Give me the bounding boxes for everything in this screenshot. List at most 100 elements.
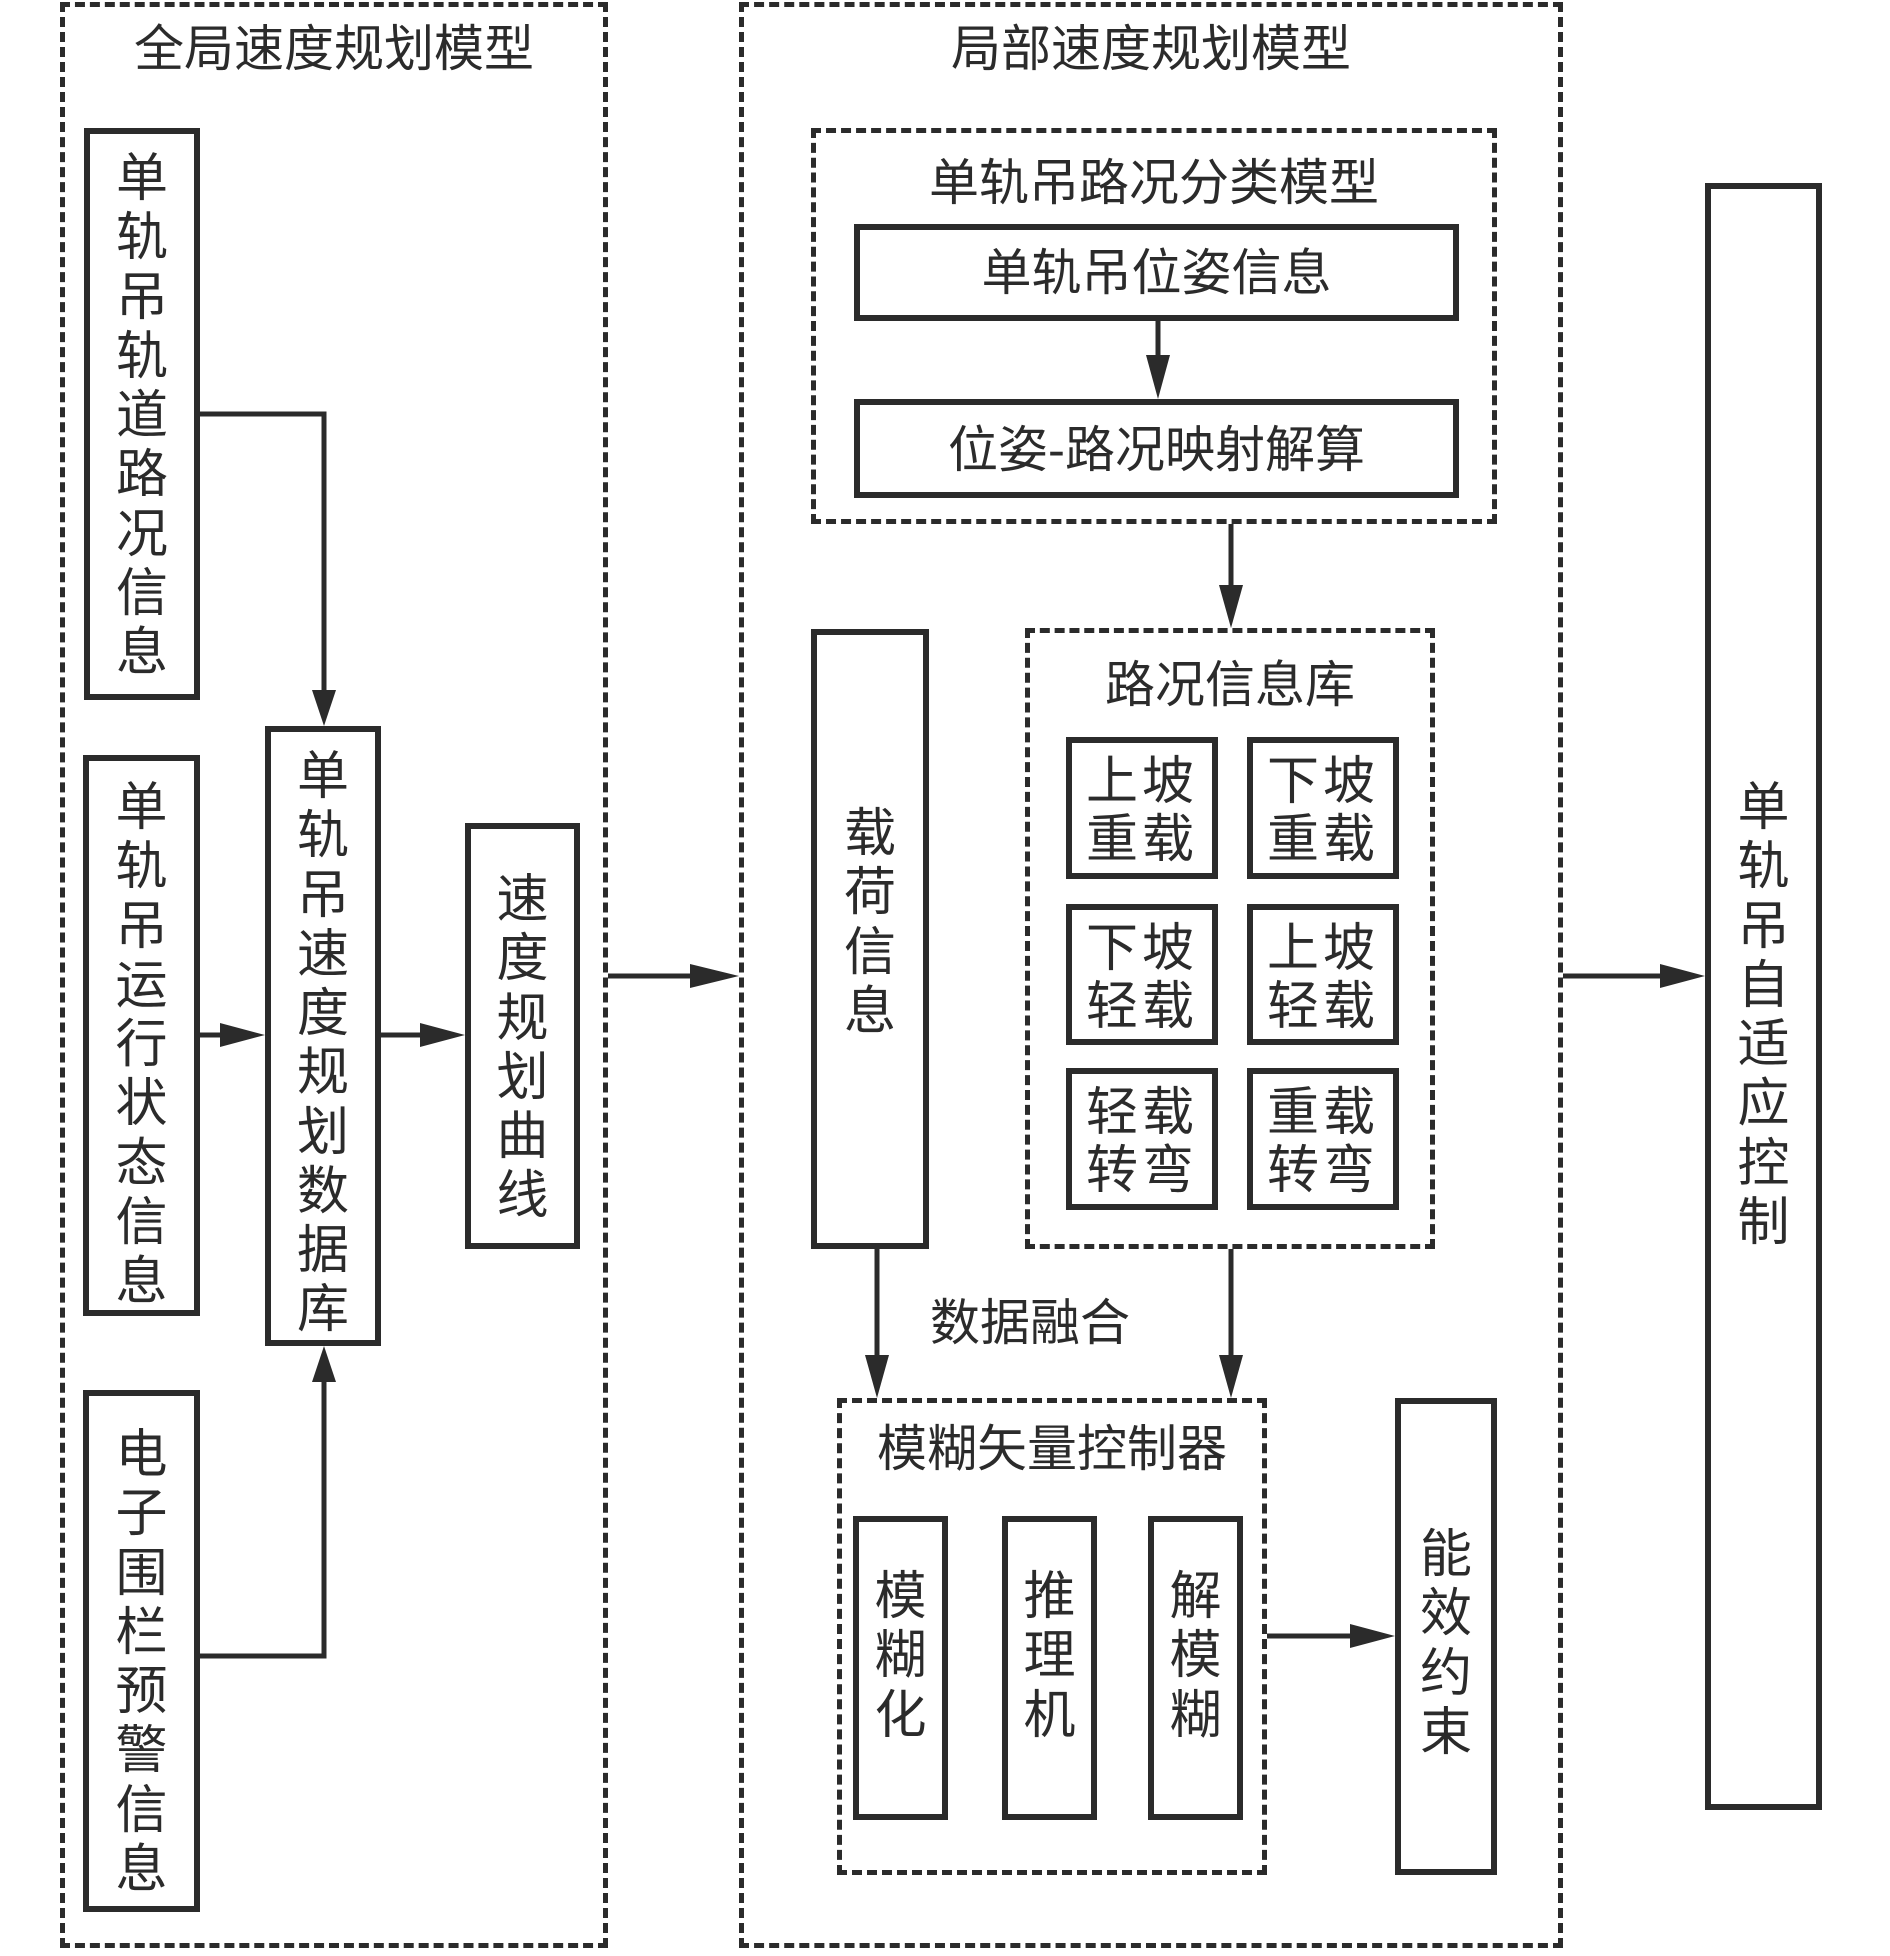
road-condition-line2: 转弯 bbox=[1085, 1141, 1198, 1202]
pose-road-mapping-label: 位姿-路况映射解算 bbox=[948, 421, 1365, 479]
data-fusion-label: 数据融合 bbox=[930, 1294, 1130, 1352]
vertical-char: 解 bbox=[1169, 1567, 1222, 1627]
vertical-char: 息 bbox=[843, 981, 896, 1042]
road-condition-line2: 转弯 bbox=[1266, 1141, 1379, 1202]
vertical-char: 信 bbox=[115, 1192, 168, 1253]
road-condition-line2: 重载 bbox=[1085, 810, 1198, 871]
road-condition-line2: 轻载 bbox=[1266, 977, 1379, 1038]
vertical-char: 度 bbox=[496, 929, 549, 990]
vertical-char: 息 bbox=[115, 1252, 168, 1313]
run-state-info-box: 单轨吊运行状态信息 bbox=[83, 755, 200, 1316]
vertical-char: 吊 bbox=[1737, 896, 1790, 957]
road-info-db-title: 路况信息库 bbox=[1105, 656, 1355, 714]
vertical-char: 模 bbox=[1169, 1626, 1222, 1687]
fuzzification-label: 模糊化 bbox=[859, 1567, 942, 1746]
fuzzification-box: 模糊化 bbox=[853, 1516, 948, 1820]
vertical-char: 运 bbox=[115, 955, 168, 1016]
road-condition-line1: 下坡 bbox=[1085, 919, 1198, 979]
local-speed-model-title: 局部速度规划模型 bbox=[951, 20, 1351, 78]
vertical-char: 单 bbox=[1737, 778, 1790, 838]
vertical-char: 载 bbox=[843, 804, 896, 864]
road-condition-line1: 上坡 bbox=[1266, 919, 1379, 979]
vertical-char: 信 bbox=[115, 563, 168, 624]
global-speed-model-group bbox=[60, 2, 608, 1948]
global-speed-model-title: 全局速度规划模型 bbox=[134, 20, 534, 78]
vertical-char: 单 bbox=[115, 778, 168, 838]
vertical-char: 轨 bbox=[1737, 837, 1790, 898]
adaptive-control-label: 单轨吊自适应控制 bbox=[1711, 778, 1816, 1253]
vertical-char: 规 bbox=[296, 1043, 349, 1104]
vertical-char: 单 bbox=[296, 747, 349, 807]
vertical-char: 吊 bbox=[296, 865, 349, 926]
vertical-char: 预 bbox=[115, 1662, 168, 1723]
vertical-char: 自 bbox=[1737, 955, 1790, 1016]
defuzzification-box: 解模糊 bbox=[1148, 1516, 1243, 1820]
vertical-char: 速 bbox=[296, 924, 349, 985]
vertical-char: 机 bbox=[1023, 1685, 1076, 1746]
vertical-char: 状 bbox=[115, 1074, 168, 1135]
road-condition-line1: 轻载 bbox=[1085, 1083, 1198, 1143]
inference-engine-box: 推理机 bbox=[1002, 1516, 1097, 1820]
road-condition-item: 上坡重载 bbox=[1066, 737, 1218, 879]
track-info-label: 单轨吊轨道路况信息 bbox=[90, 149, 194, 684]
vertical-char: 适 bbox=[1737, 1015, 1790, 1076]
vertical-char: 曲 bbox=[496, 1107, 549, 1168]
pose-road-mapping-box: 位姿-路况映射解算 bbox=[854, 399, 1459, 498]
arrowhead-right-icon bbox=[1660, 964, 1705, 988]
vertical-char: 据 bbox=[296, 1221, 349, 1282]
vertical-char: 轨 bbox=[115, 326, 168, 387]
fuzzy-vector-controller-group bbox=[837, 1398, 1267, 1875]
road-condition-line2: 轻载 bbox=[1085, 977, 1198, 1038]
road-condition-line1: 重载 bbox=[1266, 1083, 1379, 1143]
load-info-box: 载荷信息 bbox=[811, 629, 929, 1249]
road-info-db-group bbox=[1025, 628, 1435, 1249]
vertical-char: 制 bbox=[1737, 1192, 1790, 1253]
vertical-char: 线 bbox=[496, 1166, 549, 1227]
vertical-char: 息 bbox=[115, 623, 168, 684]
vertical-char: 吊 bbox=[115, 896, 168, 957]
road-condition-item: 下坡重载 bbox=[1247, 737, 1399, 879]
fence-warning-info-box: 电子围栏预警信息 bbox=[83, 1390, 200, 1912]
vertical-char: 轨 bbox=[115, 208, 168, 269]
vertical-char: 荷 bbox=[843, 863, 896, 924]
vertical-char: 束 bbox=[1419, 1702, 1472, 1763]
pose-info-box: 单轨吊位姿信息 bbox=[854, 224, 1459, 321]
track-info-box: 单轨吊轨道路况信息 bbox=[84, 128, 200, 700]
road-condition-item: 下坡轻载 bbox=[1066, 904, 1218, 1045]
vertical-char: 库 bbox=[296, 1280, 349, 1341]
energy-constraint-box: 能效约束 bbox=[1395, 1398, 1497, 1875]
vertical-char: 效 bbox=[1419, 1584, 1472, 1645]
vertical-char: 模 bbox=[874, 1567, 927, 1627]
vertical-char: 应 bbox=[1737, 1074, 1790, 1135]
road-condition-item: 轻载转弯 bbox=[1066, 1068, 1218, 1210]
road-classification-model-group bbox=[811, 128, 1497, 524]
run-state-info-label: 单轨吊运行状态信息 bbox=[89, 778, 194, 1313]
vertical-char: 道 bbox=[115, 386, 168, 447]
inference-engine-label: 推理机 bbox=[1008, 1567, 1091, 1746]
vertical-char: 划 bbox=[496, 1047, 549, 1108]
vertical-char: 行 bbox=[115, 1015, 168, 1076]
vertical-char: 路 bbox=[115, 445, 168, 506]
pose-info-label: 单轨吊位姿信息 bbox=[981, 244, 1332, 302]
vertical-char: 约 bbox=[1419, 1643, 1472, 1704]
vertical-char: 警 bbox=[115, 1721, 168, 1782]
road-condition-line1: 下坡 bbox=[1266, 752, 1379, 812]
fence-warning-info-label: 电子围栏预警信息 bbox=[89, 1425, 194, 1900]
fuzzy-vector-controller-title: 模糊矢量控制器 bbox=[877, 1420, 1227, 1478]
vertical-char: 围 bbox=[115, 1543, 168, 1604]
arrowhead-right-icon bbox=[690, 964, 739, 988]
vertical-char: 轨 bbox=[115, 837, 168, 898]
vertical-char: 化 bbox=[874, 1685, 927, 1746]
vertical-char: 单 bbox=[115, 149, 168, 209]
vertical-char: 子 bbox=[115, 1484, 168, 1545]
vertical-char: 息 bbox=[115, 1839, 168, 1900]
vertical-char: 吊 bbox=[115, 267, 168, 328]
vertical-char: 栏 bbox=[115, 1602, 168, 1663]
vertical-char: 速 bbox=[496, 870, 549, 930]
vertical-char: 划 bbox=[296, 1102, 349, 1163]
road-condition-item: 重载转弯 bbox=[1247, 1068, 1399, 1210]
vertical-char: 能 bbox=[1419, 1525, 1472, 1585]
vertical-char: 理 bbox=[1023, 1626, 1076, 1687]
road-condition-line2: 重载 bbox=[1266, 810, 1379, 871]
vertical-char: 轨 bbox=[296, 806, 349, 867]
